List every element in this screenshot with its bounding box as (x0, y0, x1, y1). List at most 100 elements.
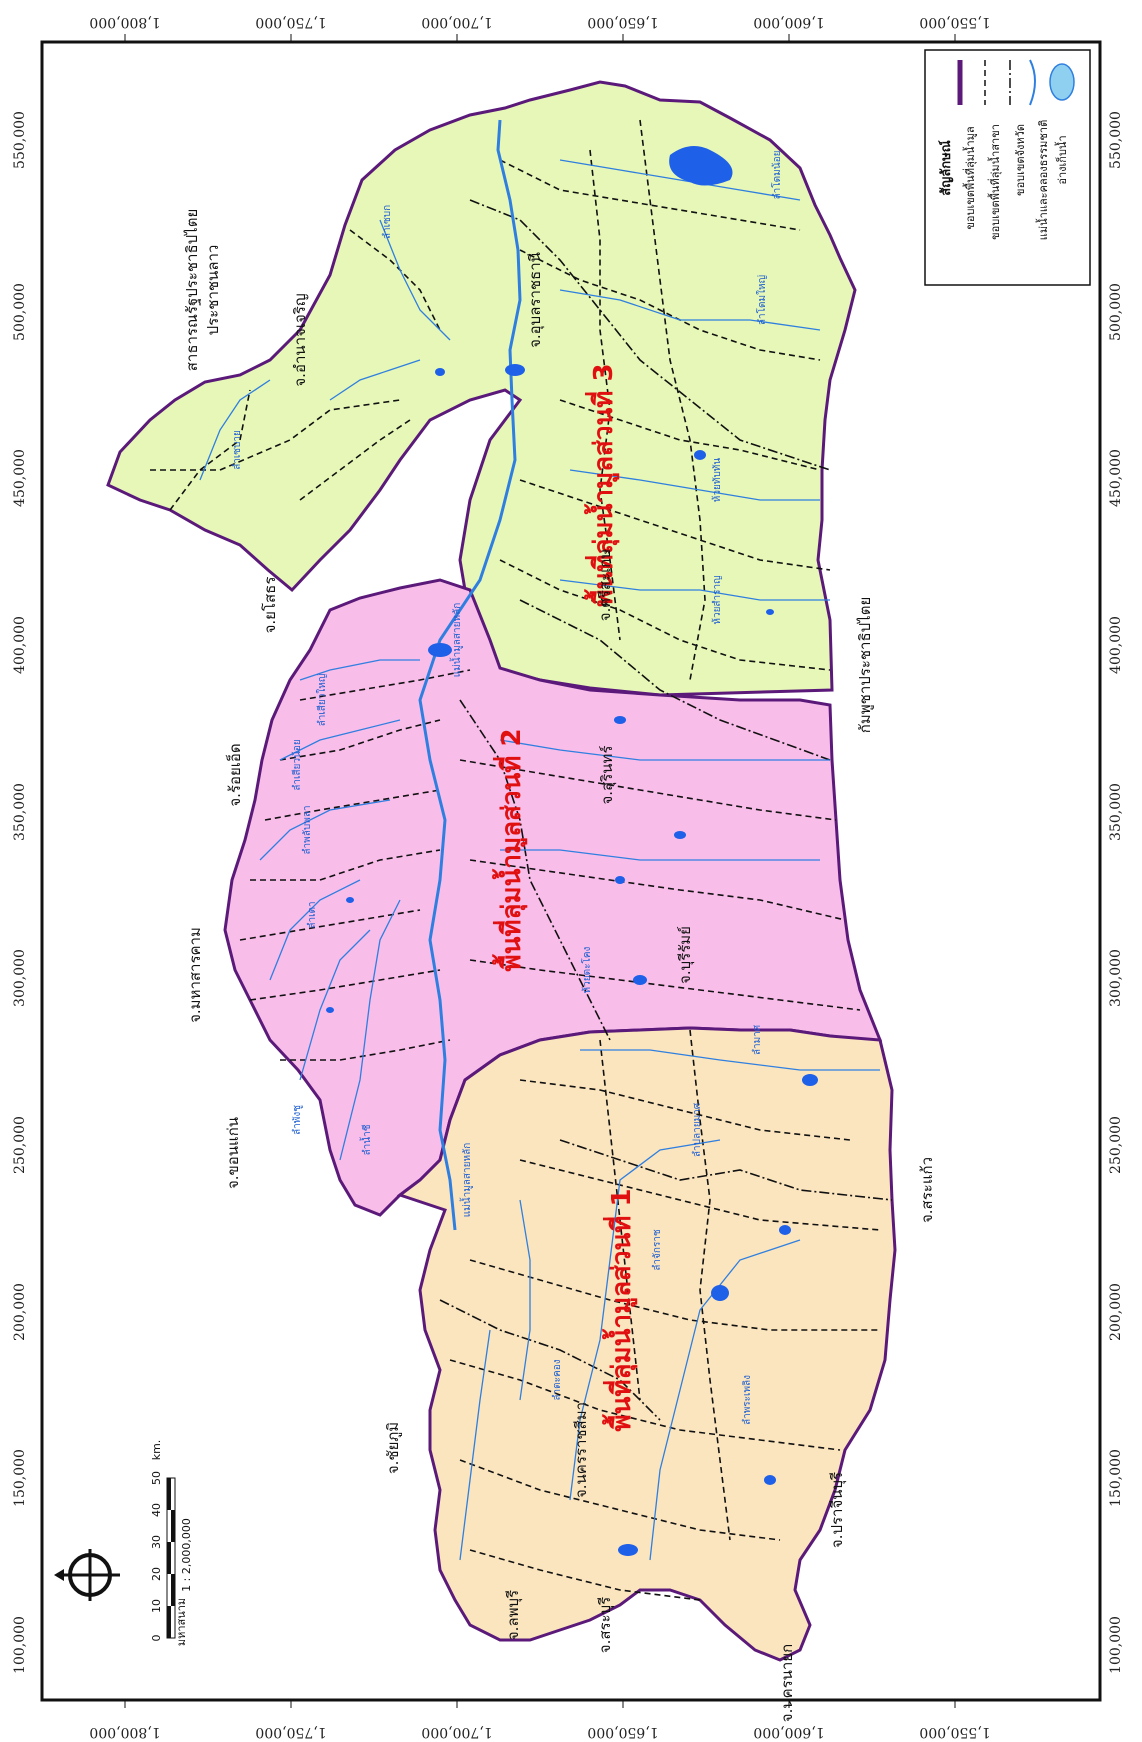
bottom-tick-label: 1,700,000 (421, 1724, 492, 1740)
right-tick-label: 150,000 (1108, 1449, 1124, 1507)
river-label: ลำเสียวน้อย (291, 739, 303, 790)
left-tick-label: 450,000 (12, 449, 28, 507)
left-tick-label: 350,000 (12, 783, 28, 841)
region-label-zone-3: พื้นที่ลุ่มน้ำมูลส่วนที่ 3 (583, 363, 620, 606)
province-boundaries (439, 199, 893, 1421)
place-label: จ.สุรินทร์ (598, 746, 617, 805)
left-tick-label: 400,000 (12, 616, 28, 674)
scale-tick-label: 50 (150, 1471, 163, 1485)
river-label: แม่น้ำมูลสายหลัก (459, 1143, 473, 1218)
reservoirs (326, 146, 818, 1556)
scale-bar: 0 10 20 30 40 50 km. 1 : 2,000,000 มหาสน… (150, 1440, 193, 1646)
legend-item: ขอบเขตจังหวัด (1014, 124, 1027, 196)
right-tick-label: 250,000 (1108, 1116, 1124, 1174)
river-label: ลำพลับพลา (302, 805, 313, 854)
bottom-ticks: 1,800,000 1,750,000 1,700,000 1,650,000 … (89, 1700, 991, 1740)
top-tick-label: 1,750,000 (255, 14, 326, 30)
bottom-tick-label: 1,650,000 (587, 1724, 658, 1740)
region-zone-1 (396, 1026, 897, 1662)
top-tick-label: 1,550,000 (919, 14, 990, 30)
river-label: ลำเสียวใหญ่ (316, 674, 328, 727)
river-label: ลำโดมใหญ่ (755, 275, 768, 325)
place-label: จ.ร้อยเอ็ด (225, 743, 244, 806)
river-label: ลำมาศ (752, 1024, 763, 1055)
map-frame (40, 40, 1102, 1702)
top-tick-label: 1,650,000 (587, 14, 658, 30)
right-tick-label: 400,000 (1108, 616, 1124, 674)
region-label-zone-2: พื้นที่ลุ่มน้ำมูลส่วนที่ 2 (491, 728, 528, 971)
right-tick-label: 500,000 (1108, 283, 1124, 341)
legend-symbol-river (1029, 59, 1036, 106)
left-tick-label: 500,000 (12, 283, 28, 341)
river-label: ลำพระเพลิง (742, 1375, 753, 1425)
legend-title: สัญลักษณ์ (938, 140, 954, 195)
place-label: จ.นครนายก (778, 1644, 796, 1722)
river-label: ห้วยทับทัน (711, 458, 723, 503)
place-label: สาธารณรัฐประชาธิปไตย (183, 209, 201, 371)
top-tick-label: 1,700,000 (421, 14, 492, 30)
right-ticks: 550,000 500,000 450,000 400,000 350,000 … (1108, 111, 1124, 1674)
place-label: จ.ขอนแก่น (224, 1117, 242, 1189)
place-label: กัมพูชาประชาธิปไตย (856, 597, 874, 733)
river-labels: แม่น้ำมูลสายหลัก แม่น้ำมูลสายหลัก ลำโดมใ… (232, 151, 783, 1426)
place-label: จ.บุรีรัมย์ (676, 926, 695, 984)
place-label: จ.ชัยภูมิ (384, 1422, 402, 1474)
north-arrow-icon (54, 1549, 120, 1601)
river-label: ลำจักราช (652, 1229, 663, 1271)
place-label: จ.ศรีสะเกษ (596, 549, 614, 622)
legend-item: แม่น้ำและคลองธรรมชาติ (1035, 120, 1050, 240)
left-tick-label: 200,000 (12, 1283, 28, 1341)
top-tick-label: 1,600,000 (753, 14, 824, 30)
region-label-zone-1: พื้นที่ลุ่มน้ำมูลส่วนที่ 1 (601, 1188, 638, 1431)
main-mun-river (418, 119, 522, 1231)
right-tick-label: 200,000 (1108, 1283, 1124, 1341)
legend-item: ขอบเขตพื้นที่ลุ่มน้ำมูล (962, 126, 977, 229)
river-label: แม่น้ำมูลสายหลัก (449, 603, 463, 678)
scale-tick-label: 20 (150, 1567, 163, 1581)
place-label: จ.ลพบุรี (504, 1590, 523, 1640)
top-tick-label: 1,800,000 (89, 14, 160, 30)
scale-ratio: 1 : 2,000,000 (180, 1518, 193, 1592)
region-zone-3 (106, 80, 857, 697)
scale-tick-label: 30 (150, 1535, 163, 1549)
bottom-tick-label: 1,750,000 (255, 1724, 326, 1740)
legend-item: ขอบเขตพื้นที่ลุ่มน้ำสาขา (987, 124, 1002, 240)
rivers (199, 119, 880, 1561)
place-label: จ.อุบลราชธานี (526, 252, 545, 348)
river-label: ลำน้ำชี (359, 1124, 373, 1155)
left-tick-label: 150,000 (12, 1449, 28, 1507)
place-label: จ.อำนาจเจริญ (291, 293, 309, 386)
place-label: จ.ปราจีนบุรี (828, 1472, 847, 1548)
river-label: ลำตะคอง (552, 1359, 563, 1400)
legend-item: อ่างเก็บน้ำ (1054, 135, 1069, 184)
left-tick-label: 100,000 (12, 1616, 28, 1674)
bottom-tick-label: 1,550,000 (919, 1724, 990, 1740)
sub-basin-boundaries (150, 119, 881, 1601)
river-label: ลำโดมน้อย (770, 151, 783, 200)
left-tick-label: 250,000 (12, 1116, 28, 1174)
bottom-tick-label: 1,600,000 (753, 1724, 824, 1740)
right-tick-label: 350,000 (1108, 783, 1124, 841)
right-tick-label: 550,000 (1108, 111, 1124, 169)
left-tick-label: 300,000 (12, 949, 28, 1007)
river-label: ห้วยสำราญ (711, 575, 723, 624)
legend-symbol-reservoir (1049, 63, 1075, 101)
right-tick-label: 100,000 (1108, 1616, 1124, 1674)
left-ticks: 550,000 500,000 450,000 400,000 350,000 … (12, 111, 28, 1674)
place-label: จ.มหาสารคาม (186, 927, 204, 1023)
place-label: จ.ยโสธร (261, 577, 279, 634)
right-tick-label: 300,000 (1108, 949, 1124, 1007)
river-label: ลำเตา (307, 901, 318, 928)
bottom-tick-label: 1,800,000 (89, 1724, 160, 1740)
place-labels: จ.ยโสธร จ.อำนาจเจริญ สาธารณรัฐประชาธิปไต… (183, 209, 936, 1722)
river-label: ลำพังชู (292, 1105, 303, 1135)
top-ticks: 1,800,000 1,750,000 1,700,000 1,650,000 … (89, 14, 991, 42)
scale-tick-label: 10 (150, 1599, 163, 1613)
place-label: ประชาชนลาว (204, 245, 222, 336)
left-tick-label: 550,000 (12, 111, 28, 169)
scale-unit: km. (150, 1440, 163, 1461)
scale-tick-label: 40 (150, 1503, 163, 1517)
map-author: มหาสนาม (175, 1598, 188, 1646)
river-label: ลำเซบก (382, 205, 393, 239)
